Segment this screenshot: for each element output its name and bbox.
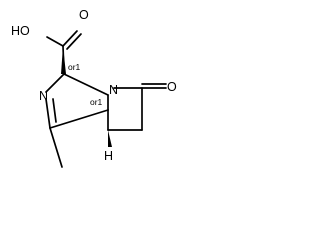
bond-c4-c5 (49, 109, 109, 129)
bond-c2-n3 (45, 73, 65, 93)
lactam-oxygen-label: O (167, 80, 177, 94)
hydroxyl-label: HO (11, 24, 30, 38)
bridgehead-hydrogen-label: H (104, 149, 113, 163)
bridgehead-nitrogen-label: N (109, 83, 118, 97)
bond-n3-c4-double-inner (52, 98, 57, 123)
bond-c-o-double-2 (66, 33, 82, 50)
stereo-descriptor-c2: or1 (68, 62, 81, 72)
wedge-bond-c2 (61, 46, 66, 74)
stereo-descriptor-c5: or1 (90, 97, 103, 107)
bond-c2-n1 (63, 73, 109, 96)
imine-nitrogen-label: N (39, 89, 48, 103)
bond-c4-methyl (49, 127, 63, 168)
bond-c-o-double-1 (62, 30, 78, 47)
acid-oxygen-label: O (79, 8, 89, 22)
bond-n3-c4-double-outer (45, 98, 51, 129)
chemical-structure: HO O N N O H or1 or1 (0, 0, 184, 184)
bond-c-oh (46, 36, 64, 47)
wedge-bond-c5-h (108, 130, 112, 147)
